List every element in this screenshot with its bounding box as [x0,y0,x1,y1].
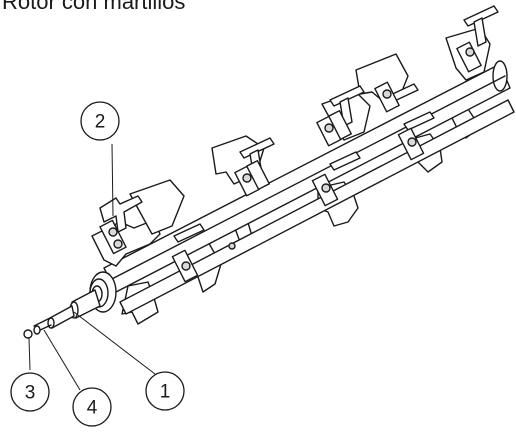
leader-line-2 [111,143,114,217]
callout-2: 2 [80,101,120,141]
callout-3: 3 [10,372,50,412]
leader-line-4 [43,329,81,391]
callout-number: 4 [87,398,98,419]
callout-number: 2 [95,112,106,133]
diagram-title: Rotor con martillos [2,0,186,14]
shaft-end-assembly [23,271,117,339]
blade-holders [99,5,499,243]
leader-line-1 [73,311,156,375]
callout-1: 1 [145,371,185,411]
leader-line-3 [28,337,31,371]
callout-4: 4 [72,387,112,427]
callout-number: 1 [160,382,171,403]
bolt-nuts [108,47,475,271]
callout-number: 3 [25,383,36,404]
